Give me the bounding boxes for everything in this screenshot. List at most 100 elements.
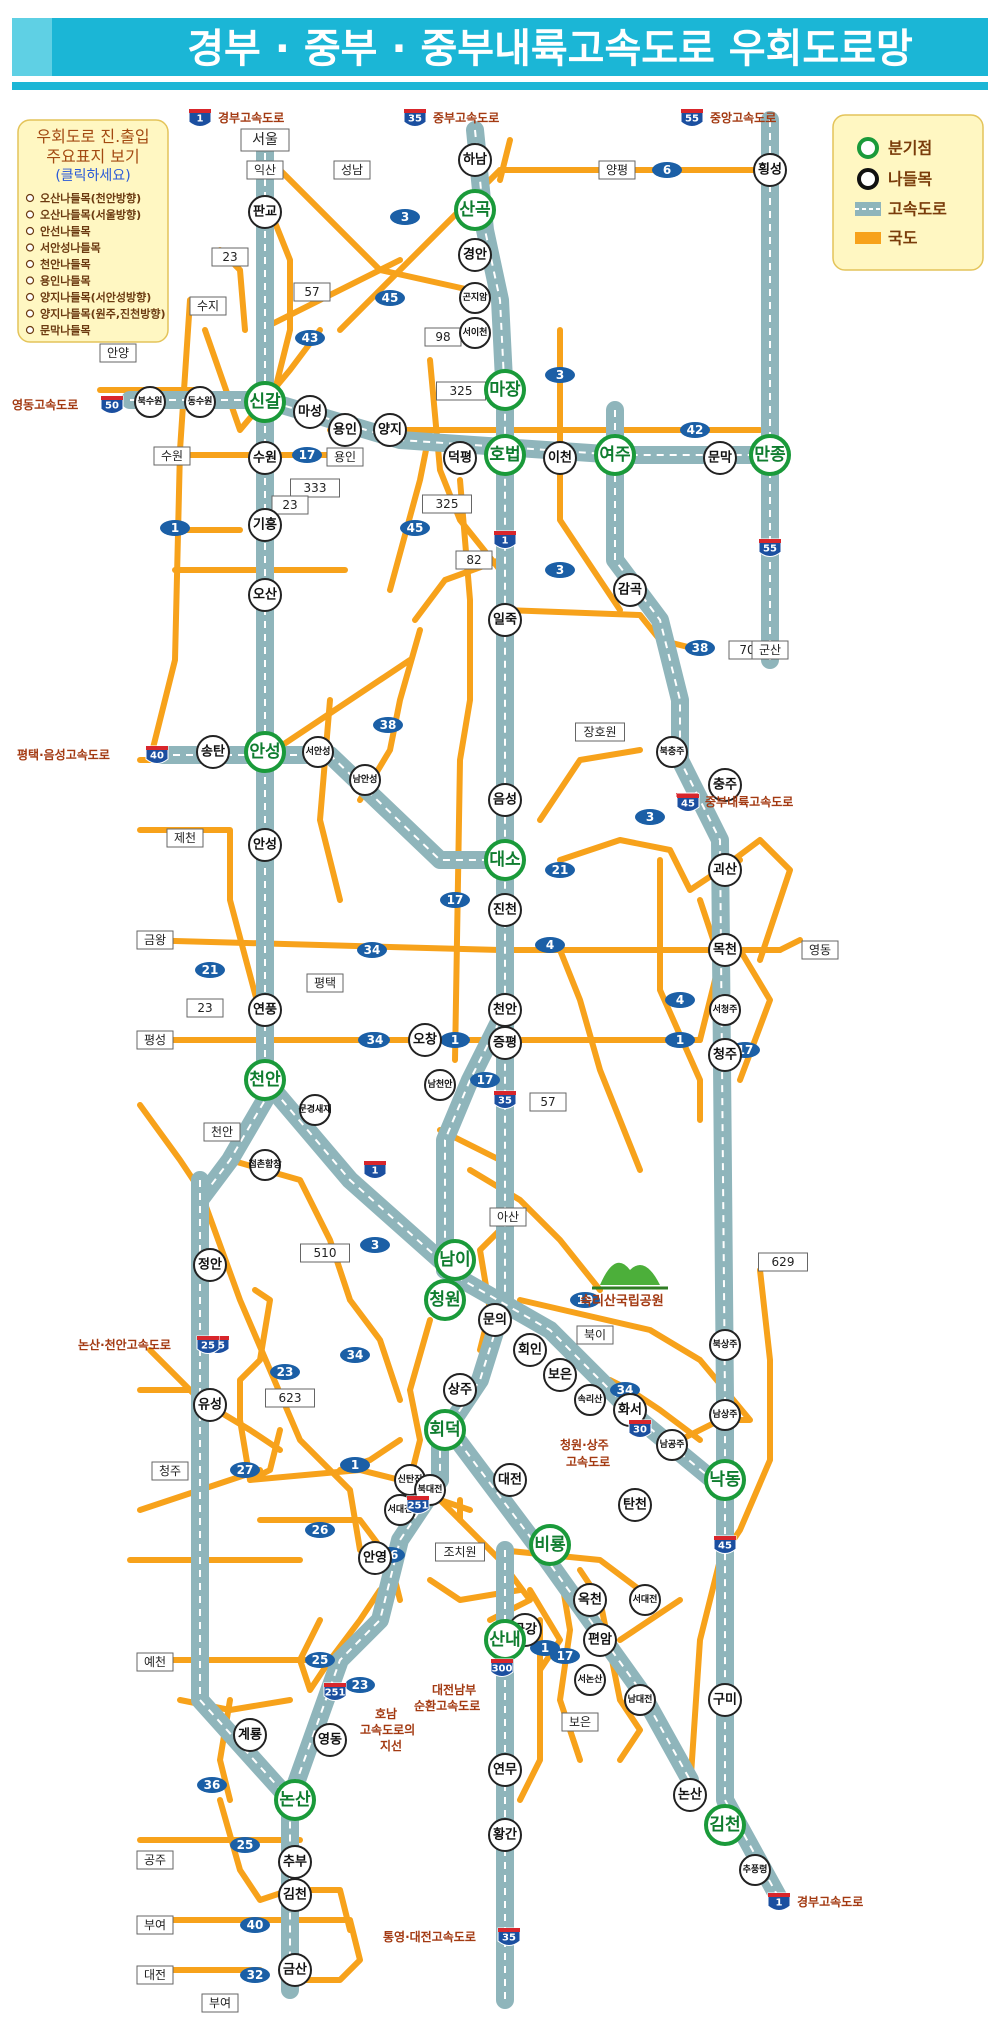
panel-item-link[interactable]: 양지나들목(서안성방향): [40, 290, 151, 304]
panel-item-link[interactable]: 서안성나들목: [40, 241, 101, 255]
interchange-node[interactable]: 영동: [313, 1723, 347, 1757]
interchange-node[interactable]: 증평: [488, 1026, 522, 1060]
interchange-node[interactable]: 금산: [278, 1953, 312, 1987]
panel-title-line2: 주요표지 보기: [46, 147, 139, 166]
junction-node[interactable]: 남이: [434, 1239, 476, 1281]
interchange-node[interactable]: 남안성: [349, 764, 381, 796]
junction-node[interactable]: 비룡: [529, 1524, 571, 1566]
interchange-node[interactable]: 서대전: [629, 1584, 661, 1616]
junction-node[interactable]: 신갈: [244, 381, 286, 423]
interchange-node[interactable]: 음성: [488, 783, 522, 817]
interchange-node[interactable]: 청주: [708, 1038, 742, 1072]
interchange-node[interactable]: 기흥: [248, 508, 282, 542]
junction-node[interactable]: 안성: [244, 731, 286, 773]
interchange-node[interactable]: 동수원: [184, 386, 216, 418]
interchange-node[interactable]: 남천안: [424, 1069, 456, 1101]
interchange-node[interactable]: 김천: [278, 1878, 312, 1912]
interchange-node[interactable]: 오창: [408, 1023, 442, 1057]
interchange-node[interactable]: 서이천: [459, 317, 491, 349]
interchange-node[interactable]: 천안: [488, 993, 522, 1027]
interchange-node[interactable]: 편암: [583, 1623, 617, 1657]
junction-icon: [454, 189, 496, 231]
interchange-node[interactable]: 경안: [458, 238, 492, 272]
interchange-node[interactable]: 문경새재: [298, 1094, 332, 1126]
interchange-node[interactable]: 목천: [708, 933, 742, 967]
interchange-node[interactable]: 서울: [240, 128, 290, 152]
panel-item-link[interactable]: 오산나들목(천안방향): [40, 191, 141, 205]
interchange-node[interactable]: 안성: [248, 828, 282, 862]
interchange-node[interactable]: 추풍령: [739, 1854, 771, 1886]
interchange-node[interactable]: 문막: [703, 441, 737, 475]
interchange-node[interactable]: 감곡: [613, 573, 647, 607]
interchange-node[interactable]: 연무: [488, 1753, 522, 1787]
junction-node[interactable]: 대소: [484, 839, 526, 881]
junction-node[interactable]: 마장: [484, 369, 526, 411]
panel-item-link[interactable]: 양지나들목(원주,진천방향): [40, 307, 166, 321]
junction-node[interactable]: 논산: [274, 1779, 316, 1821]
interchange-node[interactable]: 서안성: [302, 736, 334, 768]
interchange-node[interactable]: 마성: [293, 395, 327, 429]
bypass-info-panel[interactable]: 우회도로 진.출입 주요표지 보기 (클릭하세요) 오산나들목(천안방향)오산나…: [17, 119, 169, 343]
interchange-node[interactable]: 덕평: [443, 441, 477, 475]
interchange-node[interactable]: 서논산: [574, 1664, 606, 1696]
interchange-node[interactable]: 서청주: [709, 994, 741, 1026]
interchange-node[interactable]: 탄천: [618, 1488, 652, 1522]
junction-node[interactable]: 만종: [749, 434, 791, 476]
interchange-node[interactable]: 일죽: [488, 603, 522, 637]
panel-item-link[interactable]: 오산나들목(서울방향): [40, 208, 141, 222]
interchange-node[interactable]: 이천: [543, 441, 577, 475]
interchange-icon: [459, 282, 491, 314]
interchange-node[interactable]: 보은: [543, 1358, 577, 1392]
interchange-node[interactable]: 대전: [493, 1463, 527, 1497]
interchange-node[interactable]: 연풍: [248, 993, 282, 1027]
interchange-node[interactable]: 회인: [513, 1333, 547, 1367]
interchange-node[interactable]: 추부: [278, 1845, 312, 1879]
interchange-node[interactable]: 황간: [488, 1818, 522, 1852]
panel-click-hint[interactable]: (클릭하세요): [55, 168, 130, 184]
panel-item-link[interactable]: 용인나들목: [40, 274, 91, 288]
interchange-node[interactable]: 속리산: [574, 1384, 606, 1416]
interchange-node[interactable]: 안영: [358, 1541, 392, 1575]
interchange-node[interactable]: 북상주: [709, 1329, 741, 1361]
interchange-node[interactable]: 계룡: [233, 1718, 267, 1752]
interchange-node[interactable]: 옥천: [573, 1583, 607, 1617]
interchange-node[interactable]: 곤지암: [459, 282, 491, 314]
interchange-node[interactable]: 하남: [458, 143, 492, 177]
junction-node[interactable]: 산내: [484, 1619, 526, 1661]
interchange-node[interactable]: 남대전: [624, 1684, 656, 1716]
place-name: 57: [304, 285, 319, 299]
interchange-node[interactable]: 수원: [248, 441, 282, 475]
interchange-node[interactable]: 논산: [673, 1778, 707, 1812]
interchange-node[interactable]: 송탄: [196, 735, 230, 769]
interchange-node[interactable]: 충주: [708, 768, 742, 802]
interchange-node[interactable]: 남공주: [656, 1429, 688, 1461]
panel-item-link[interactable]: 안선나들목: [40, 224, 91, 238]
interchange-node[interactable]: 괴산: [708, 853, 742, 887]
interchange-node[interactable]: 정안: [193, 1248, 227, 1282]
interchange-node[interactable]: 문의: [478, 1303, 512, 1337]
interchange-node[interactable]: 횡성: [753, 153, 787, 187]
junction-node[interactable]: 호법: [484, 434, 526, 476]
junction-node[interactable]: 산곡: [454, 189, 496, 231]
interchange-node[interactable]: 구미: [708, 1683, 742, 1717]
interchange-node[interactable]: 오산: [248, 578, 282, 612]
interchange-node[interactable]: 점촌함창: [248, 1149, 282, 1181]
panel-item-link[interactable]: 천안나들목: [40, 257, 91, 271]
interchange-node[interactable]: 용인: [328, 413, 362, 447]
place-name: 325: [436, 497, 459, 511]
junction-node[interactable]: 여주: [594, 434, 636, 476]
interchange-node[interactable]: 북충주: [656, 736, 688, 768]
interchange-node[interactable]: 유성: [193, 1388, 227, 1422]
junction-node[interactable]: 천안: [244, 1059, 286, 1101]
interchange-node[interactable]: 판교: [248, 195, 282, 229]
interchange-node[interactable]: 상주: [443, 1373, 477, 1407]
junction-node[interactable]: 회덕: [424, 1409, 466, 1451]
junction-node[interactable]: 김천: [704, 1804, 746, 1846]
interchange-node[interactable]: 진천: [488, 893, 522, 927]
interchange-node[interactable]: 남상주: [709, 1399, 741, 1431]
junction-node[interactable]: 청원: [424, 1279, 466, 1321]
panel-item-link[interactable]: 문막나들목: [40, 323, 91, 337]
interchange-node[interactable]: 북수원: [134, 386, 166, 418]
junction-node[interactable]: 낙동: [704, 1459, 746, 1501]
interchange-node[interactable]: 양지: [373, 413, 407, 447]
